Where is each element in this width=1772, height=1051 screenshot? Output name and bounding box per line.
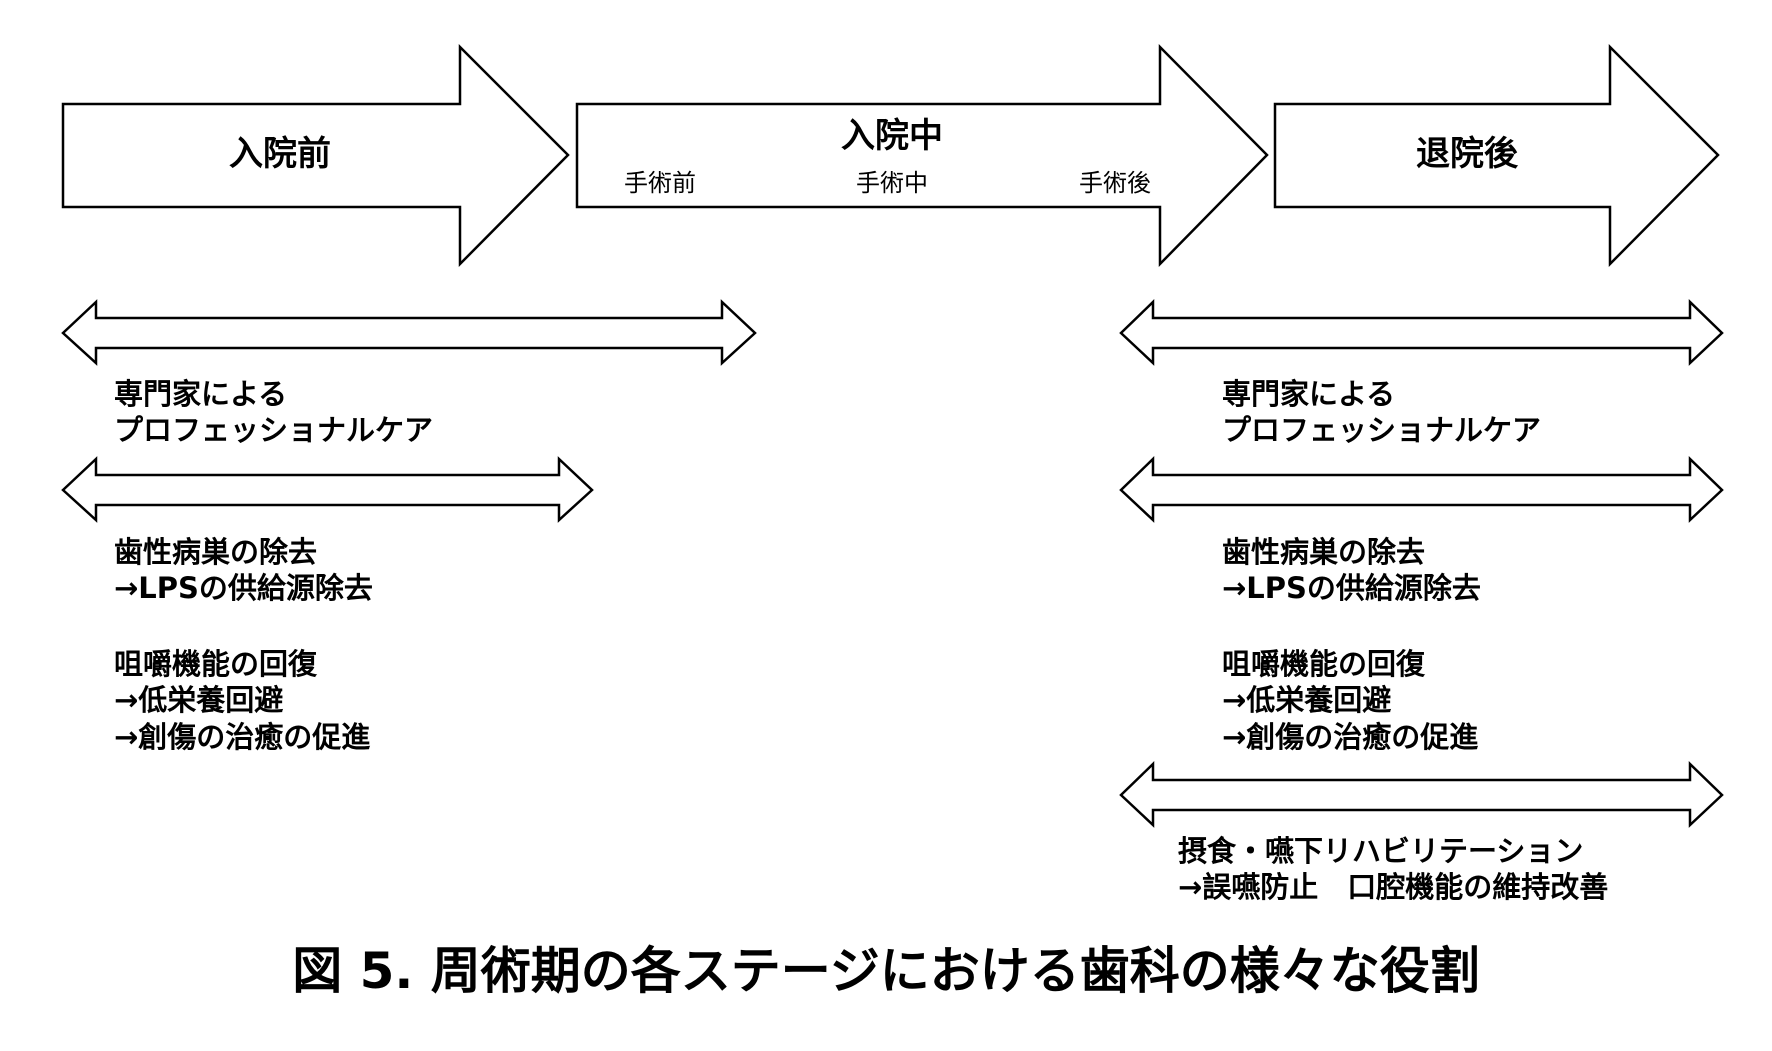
- stage-label-pre: 入院前: [229, 134, 331, 174]
- right-professional-care-line-1: 専門家による: [1222, 377, 1396, 411]
- left-focus-removal-line-2: →LPSの供給源除去: [114, 571, 373, 606]
- left-professional-care-text: 専門家による プロフェッショナルケア: [114, 376, 433, 449]
- right-mastication-line-3: →創傷の治癒の促進: [1222, 719, 1479, 754]
- substage-label-after-surgery: 手術後: [1079, 169, 1151, 197]
- left-mastication-line-2: →低栄養回避: [114, 683, 284, 718]
- stage-arrow-during: [575, 43, 1269, 268]
- left-mastication-line-1: 咀嚼機能の回復: [114, 647, 318, 681]
- stage-arrow-post: [1273, 43, 1720, 268]
- span-arrow-right-professional-care: [1119, 299, 1724, 366]
- right-mastication-line-1: 咀嚼機能の回復: [1222, 647, 1426, 681]
- span-arrow-left-focus-removal: [61, 456, 594, 523]
- right-focus-removal-text: 歯性病巣の除去 →LPSの供給源除去: [1222, 534, 1481, 607]
- right-professional-care-line-2: プロフェッショナルケア: [1222, 413, 1542, 448]
- left-focus-removal-line-1: 歯性病巣の除去: [114, 535, 318, 569]
- span-arrow-left-professional-care: [61, 299, 757, 366]
- left-professional-care-line-1: 専門家による: [114, 377, 288, 411]
- substage-label-during-surgery: 手術中: [856, 169, 928, 197]
- stage-label-during: 入院中: [841, 116, 943, 156]
- left-mastication-line-3: →創傷の治癒の促進: [114, 719, 371, 754]
- substage-label-before-surgery: 手術前: [624, 169, 696, 197]
- span-arrow-right-focus-removal: [1119, 456, 1724, 523]
- span-arrow-right-rehab: [1119, 761, 1724, 828]
- left-mastication-text: 咀嚼機能の回復 →低栄養回避 →創傷の治癒の促進: [114, 646, 370, 755]
- right-focus-removal-line-1: 歯性病巣の除去: [1222, 535, 1426, 569]
- right-rehab-line-1: 摂食・嚥下リハビリテーション: [1178, 834, 1584, 868]
- right-focus-removal-line-2: →LPSの供給源除去: [1222, 571, 1481, 606]
- left-professional-care-line-2: プロフェッショナルケア: [114, 413, 434, 448]
- right-mastication-text: 咀嚼機能の回復 →低栄養回避 →創傷の治癒の促進: [1222, 646, 1478, 755]
- right-mastication-line-2: →低栄養回避: [1222, 683, 1392, 718]
- stage-label-post: 退院後: [1416, 134, 1518, 174]
- figure-caption: 図 5. 周術期の各ステージにおける歯科の様々な役割: [292, 942, 1480, 1000]
- right-rehab-line-2: →誤嚥防止 口腔機能の維持改善: [1178, 870, 1609, 905]
- right-rehab-text: 摂食・嚥下リハビリテーション →誤嚥防止 口腔機能の維持改善: [1178, 833, 1608, 906]
- right-professional-care-text: 専門家による プロフェッショナルケア: [1222, 376, 1541, 449]
- left-focus-removal-text: 歯性病巣の除去 →LPSの供給源除去: [114, 534, 373, 607]
- stage-arrow-pre: [61, 43, 570, 268]
